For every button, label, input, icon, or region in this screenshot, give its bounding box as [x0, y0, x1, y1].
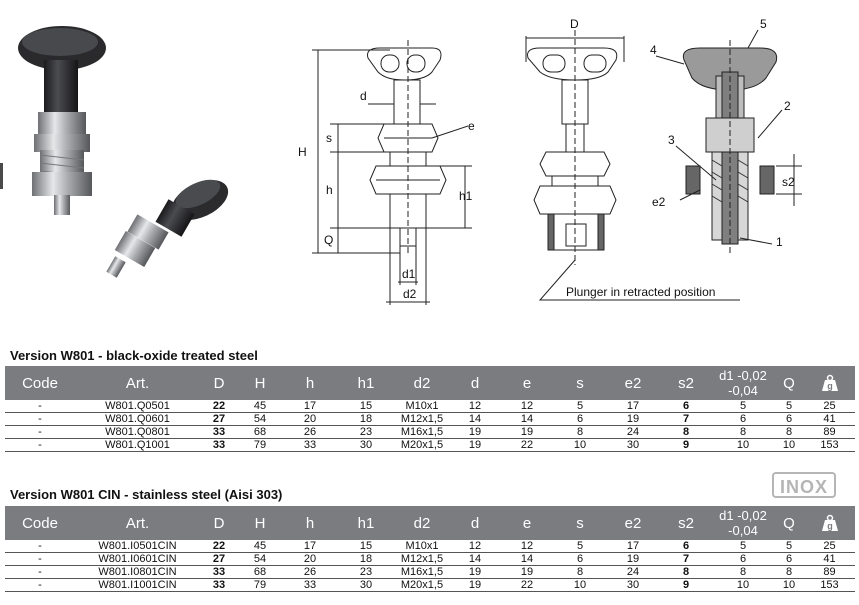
- svg-text:3: 3: [668, 133, 675, 147]
- left-edge-bar: [0, 163, 3, 189]
- svg-text:Plunger in retracted position: Plunger in retracted position: [566, 285, 715, 299]
- technical-drawing: H s h Q d h1 e d1 d2 D 5 4 2 3 1 s2 e2 P…: [298, 17, 802, 305]
- svg-text:g: g: [827, 521, 833, 531]
- svg-text:5: 5: [760, 17, 767, 31]
- col-D: D: [200, 366, 238, 400]
- col-code: Code: [5, 506, 75, 540]
- svg-text:4: 4: [650, 43, 657, 57]
- col-d1: d1 -0,02 -0,04: [712, 366, 774, 400]
- col-s2: s2: [660, 366, 712, 400]
- svg-text:D: D: [570, 17, 579, 31]
- col-h: h: [282, 506, 338, 540]
- weight-icon: g: [821, 374, 838, 391]
- table-header: Code Art. D H h h1 d2 d e s e2 s2 d1 -0,…: [5, 366, 855, 400]
- col-e: e: [500, 506, 554, 540]
- col-D: D: [200, 506, 238, 540]
- table-header: Code Art. D H h h1 d2 d e s e2 s2 d1 -0,…: [5, 506, 855, 540]
- svg-text:h: h: [326, 183, 333, 197]
- col-d1: d1 -0,02 -0,04: [712, 506, 774, 540]
- spec-table-w801: Code Art. D H h h1 d2 d e s e2 s2 d1 -0,…: [5, 366, 855, 452]
- spec-table-w801-cin: Code Art. D H h h1 d2 d e s e2 s2 d1 -0,…: [5, 506, 855, 592]
- col-code: Code: [5, 366, 75, 400]
- svg-text:1: 1: [776, 235, 783, 249]
- col-s: s: [554, 366, 606, 400]
- inox-badge: INOX: [772, 472, 836, 498]
- col-Q: Q: [774, 506, 804, 540]
- svg-text:g: g: [827, 381, 833, 391]
- col-art: Art.: [75, 366, 200, 400]
- col-H: H: [238, 366, 282, 400]
- svg-text:Q: Q: [324, 233, 333, 247]
- section-title-w801-cin: Version W801 CIN - stainless steel (Aisi…: [10, 487, 283, 502]
- product-photo: [0, 0, 250, 310]
- weight-icon: g: [821, 514, 838, 531]
- svg-text:s2: s2: [782, 175, 795, 189]
- col-h1: h1: [338, 366, 394, 400]
- col-H: H: [238, 506, 282, 540]
- col-d2: d2: [394, 366, 450, 400]
- col-art: Art.: [75, 506, 200, 540]
- col-weight: g: [804, 366, 855, 400]
- col-s2: s2: [660, 506, 712, 540]
- svg-text:2: 2: [784, 99, 791, 113]
- svg-text:s: s: [326, 131, 332, 145]
- col-d: d: [450, 366, 500, 400]
- col-h: h: [282, 366, 338, 400]
- svg-text:e: e: [468, 119, 475, 133]
- col-d: d: [450, 506, 500, 540]
- svg-text:d1: d1: [402, 267, 416, 281]
- svg-text:d2: d2: [403, 287, 417, 301]
- col-s: s: [554, 506, 606, 540]
- col-e2: e2: [606, 506, 660, 540]
- col-d2: d2: [394, 506, 450, 540]
- section-title-w801: Version W801 - black-oxide treated steel: [10, 348, 258, 363]
- col-weight: g: [804, 506, 855, 540]
- col-Q: Q: [774, 366, 804, 400]
- svg-text:d: d: [360, 89, 367, 103]
- col-e2: e2: [606, 366, 660, 400]
- col-e: e: [500, 366, 554, 400]
- col-h1: h1: [338, 506, 394, 540]
- svg-text:H: H: [298, 145, 307, 159]
- svg-text:e2: e2: [652, 195, 666, 209]
- svg-text:h1: h1: [459, 189, 473, 203]
